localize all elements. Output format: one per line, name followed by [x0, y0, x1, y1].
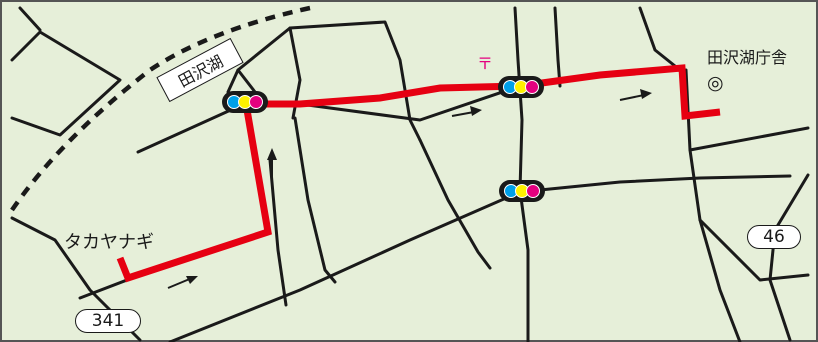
- double-circle-icon: ◎: [707, 72, 724, 94]
- road-mid-vertical-b: [268, 158, 288, 307]
- road-central-vertical: [513, 6, 530, 342]
- landmark-label: 田沢湖庁舎: [707, 48, 788, 67]
- arrow-icon: [451, 106, 482, 117]
- traffic-signal-icon: [222, 91, 268, 113]
- arrow-icon: [167, 276, 198, 289]
- road-top-street-3: [236, 68, 257, 94]
- route-badge-341: 341: [75, 309, 141, 333]
- direction-arrows: [167, 89, 652, 289]
- arrow-icon: [267, 148, 277, 180]
- road-block-top-left: [10, 30, 122, 137]
- highlighted-route: [116, 64, 721, 283]
- start-label: タカヤナギ: [64, 232, 154, 253]
- traffic-signal-icon: [499, 180, 545, 202]
- road-right-edge: [768, 173, 810, 342]
- route-badge-46: 46: [747, 225, 801, 249]
- arrow-icon: [619, 89, 652, 101]
- road-diagonal-lower: [418, 138, 492, 270]
- road-diagonal: [298, 84, 522, 122]
- road-top-right: [638, 6, 682, 72]
- road-right-curve: [698, 218, 810, 282]
- road-top-curve: [18, 6, 42, 32]
- road-right-branch: [688, 126, 810, 152]
- traffic-signal-icon: [498, 76, 544, 98]
- post-office-icon: 〒: [477, 54, 494, 73]
- railway: [10, 5, 311, 212]
- road-left-from-signal: [136, 102, 246, 154]
